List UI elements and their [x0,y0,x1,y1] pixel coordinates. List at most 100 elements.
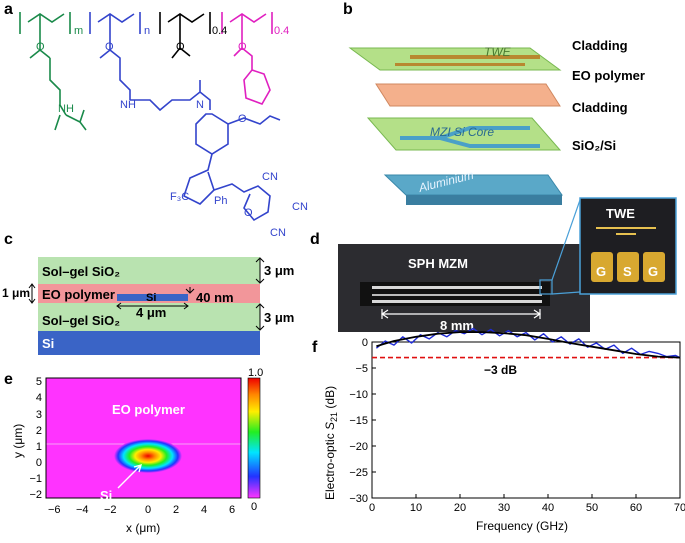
label-solgel-bottom: Sol–gel SiO₂ [42,313,120,328]
atom-o-1: O [36,41,45,53]
layer-substrate: Aluminium [383,168,563,205]
subscript-n: n [144,25,150,37]
layer-label-2: EO polymer [572,68,645,83]
atom-cf3: F₃C [170,191,189,203]
core-label: Si [100,488,112,503]
f-xtick-label: 10 [410,502,422,514]
twe-etched-label: TWE [484,45,512,59]
f-plot-frame [371,341,681,499]
layer-label-3: Cladding [572,100,628,115]
panel-e: e EO polymer Si −6 −4 −2 0 2 4 6 5 4 3 2… [4,367,263,535]
pad-label-s: S [623,264,632,279]
inset-title: TWE [606,206,635,221]
optical-mode [114,439,182,473]
pad-signal [617,252,639,282]
e-ytick: −2 [29,489,42,501]
e-yticks: 5 4 3 2 1 0 −1 −2 [29,376,42,501]
panel-a-label: a [4,1,13,18]
atom-nh-1: NH [58,103,74,115]
length-arrow [380,309,542,319]
e-ytick: 5 [36,376,42,388]
panel-f-label: f [312,339,318,356]
dim-polymer: 1 μm [2,286,30,300]
atom-o-3: O [176,41,185,53]
panel-c-label: c [4,231,13,248]
device-label: SPH MZM [408,256,468,271]
atom-o-2: O [105,41,114,53]
f-ytick-label: −10 [349,389,368,401]
panel-d: d SPH MZM 8 mm TWE G S G [310,197,677,333]
subscript-04-black: 0.4 [212,25,227,37]
f-ytick-label: −20 [349,441,368,453]
chem-labels: m n 0.4 0.4 O O O O NH NH N O CN CN CN P… [36,25,308,239]
e-xlabel: x (μm) [126,521,160,535]
e-ytick: 3 [36,409,42,421]
polymer-backbone [19,12,281,222]
f-xtick-label: 70 [674,502,685,514]
label-eo-polymer: EO polymer [42,287,115,302]
region-label: EO polymer [112,402,185,417]
e-xtick: −4 [76,504,89,516]
dim-bottom: 3 μm [264,310,294,325]
label-core: Si [146,292,156,304]
f-ytick-label: −25 [349,467,368,479]
mode-plot-frame [45,377,242,499]
atom-o-6: O [244,207,253,219]
subscript-m: m [74,25,83,37]
colorbar [247,377,261,499]
twe-inset: TWE G S G [579,197,677,295]
minus-3db-label: −3 dB [484,363,517,377]
f-xtick-label: 40 [542,502,554,514]
layer-cladding-top: TWE [348,45,562,71]
panel-b: b Aluminium MZI Si Core TWE Cladding EO … [343,1,645,205]
mzi-core-label: MZI Si Core [430,125,494,139]
e-xtick: −6 [48,504,61,516]
e-ytick: 1 [36,441,42,453]
layer-cladding-bottom: MZI Si Core [366,117,562,151]
f-xtick-label: 0 [369,502,375,514]
e-ytick: −1 [29,473,42,485]
atom-ph: Ph [214,195,227,207]
inset-marker [539,279,553,295]
atom-o-4: O [238,41,247,53]
layer-solgel-bottom [38,303,260,331]
dim-width: 4 μm [136,305,166,320]
pad-ground-left [591,252,613,282]
f-ytick-label: 0 [362,337,368,349]
cyano-1: CN [262,171,278,183]
panel-a: a m n 0.4 0.4 O O O O NH NH [4,1,308,239]
pad-ground-right [643,252,665,282]
f-xlabel: Frequency (GHz) [476,519,568,533]
atom-nh-2: NH [120,99,136,111]
layer-labels: Cladding EO polymer Cladding SiO₂/Si [572,38,645,153]
layer-si-substrate [38,331,260,355]
e-ytick: 2 [36,425,42,437]
f-xtick-label: 20 [454,502,466,514]
label-si: Si [42,336,54,351]
layer-label-4: SiO₂/Si [572,138,616,153]
pad-label-g1: G [596,264,606,279]
layer-eo-polymer [375,83,561,107]
layer-solgel-top [38,257,260,284]
panel-e-label: e [4,371,13,388]
f-xtick-label: 30 [498,502,510,514]
e-xticks: −6 −4 −2 0 2 4 6 [48,504,235,516]
atom-n: N [196,99,204,111]
e-xtick: 0 [145,504,151,516]
panel-b-label: b [343,1,353,18]
dim-gap: 40 nm [196,290,234,305]
e-ytick: 0 [36,457,42,469]
e-xtick: 2 [173,504,179,516]
dimension-arrows [28,257,265,331]
cyano-2: CN [292,201,308,213]
cyano-3: CN [270,227,286,239]
f-xtick-label: 50 [586,502,598,514]
fit-response-line [376,331,681,359]
e-xtick: −2 [104,504,117,516]
e-ylabel: y (μm) [11,424,25,458]
atom-o-5: O [238,113,247,125]
panel-d-label: d [310,231,320,248]
